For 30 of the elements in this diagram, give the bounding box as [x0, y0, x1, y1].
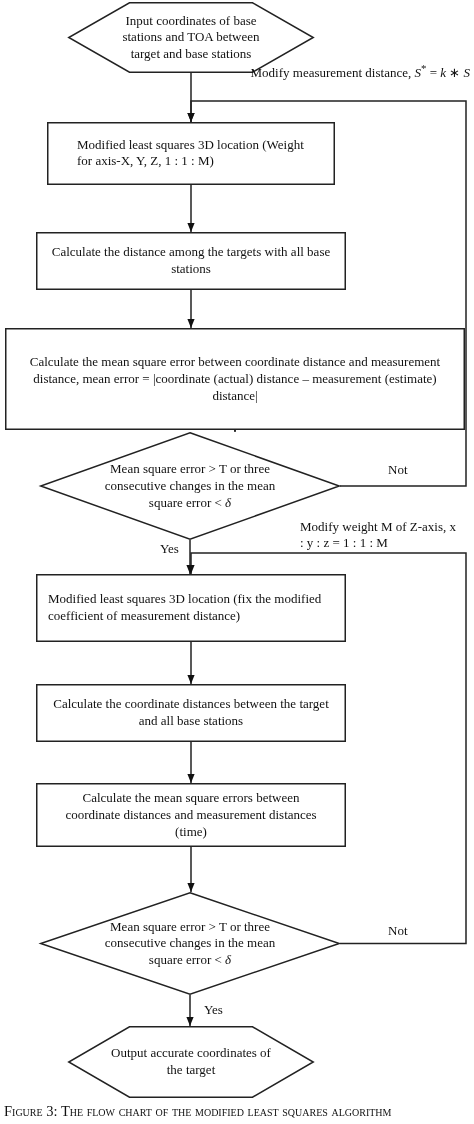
- node-text: Calculate the mean square errors between coordinate distances and measurement distances (time): [64, 789, 318, 841]
- process-box: [36, 783, 346, 847]
- note-text: Modify weight M of Z-axis, x : y : z = 1 : 1 : M: [300, 519, 457, 552]
- node-text: Mean square error > T or three consecutive changes in the mean square error < δ: [103, 460, 277, 512]
- arrow: [187, 846, 195, 893]
- node-text: Calculate the coordinate distances between the target and all base stations: [52, 696, 330, 730]
- node-text: Output accurate coordinates of the target: [110, 1045, 272, 1079]
- decision-diamond: [40, 892, 340, 995]
- arrow: [187, 289, 195, 329]
- arrow: [187, 741, 195, 784]
- decision-diamond: [40, 432, 340, 540]
- node-text: Mean square error > T or three consecutive changes in the mean square error < δ: [103, 918, 277, 969]
- process-box: [36, 574, 346, 642]
- node-text: Calculate the distance among the targets with all base stations: [50, 244, 332, 278]
- arrow: [187, 100, 467, 487]
- note-text: Modify measurement distance, S$^{*}$ = k ∗ S: [250, 62, 470, 82]
- arrow: [186, 994, 194, 1027]
- node-text: Modified least squares 3D location (Weight for axis-X, Y, Z, 1 : 1 : M): [76, 136, 305, 171]
- terminal-hexagon: [68, 1026, 314, 1098]
- node-text: Calculate the mean square error between coordinate distance and measurement distance, mean error = |coordinate (actual) distance – measurement (estimate) distance|: [28, 353, 442, 405]
- process-box: [47, 122, 335, 185]
- node-text: Input coordinates of base stations and TOA between target and base stations: [121, 12, 261, 63]
- arrow: [186, 539, 194, 575]
- process-box: [36, 232, 346, 290]
- arrow: [187, 552, 467, 945]
- process-box: [5, 328, 465, 430]
- arrow: [187, 641, 195, 685]
- node-text: Modified least squares 3D location (fix the modified coefficient of measurement distance): [47, 591, 323, 625]
- process-box: [36, 684, 346, 742]
- arrow: [187, 184, 195, 233]
